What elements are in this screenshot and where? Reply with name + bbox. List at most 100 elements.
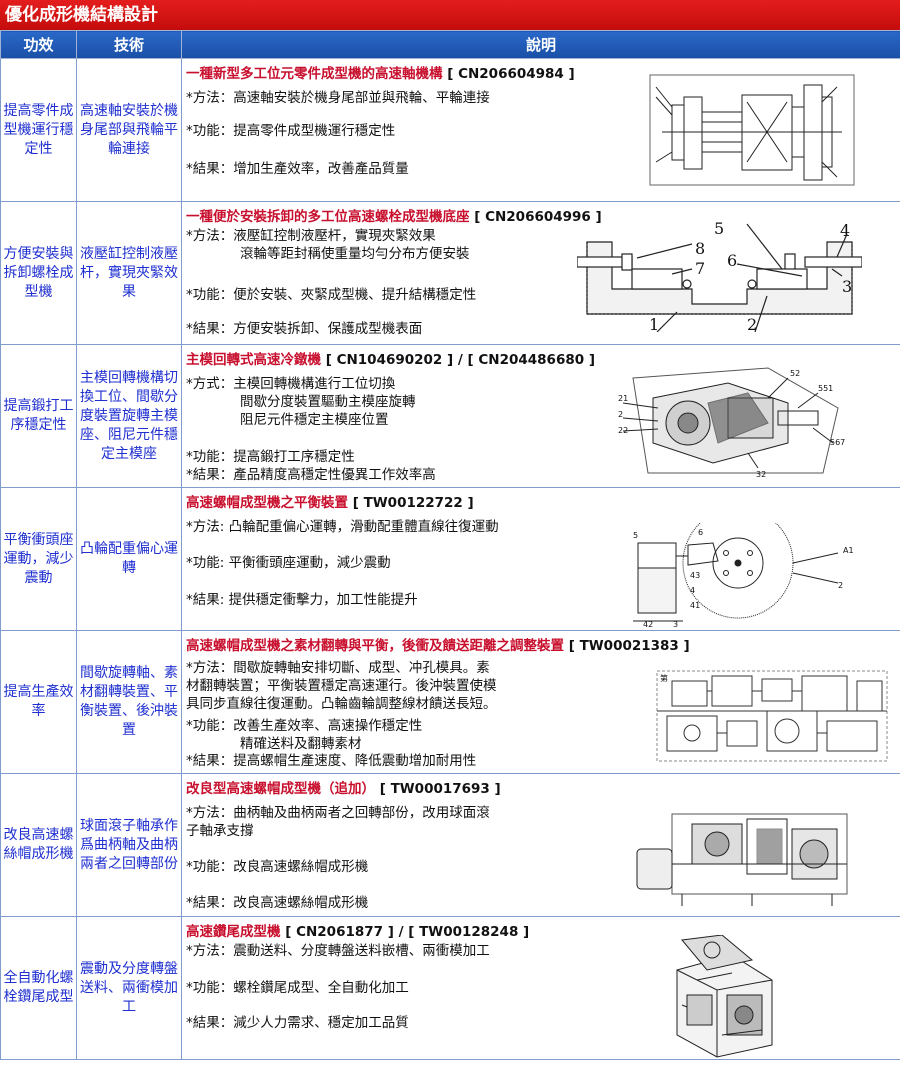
svg-text:43: 43 xyxy=(690,571,700,580)
method-text-block: *方法：震動送料、分度轉盤送料嵌槽、兩衝模加工 xyxy=(186,942,490,960)
crankshaft-bearing-diagram xyxy=(632,804,862,909)
function-text: *功能：便於安裝、夾緊成型機、提升結構穩定性 xyxy=(186,287,477,303)
description-cell: 高速螺帽成型機之素材翻轉與平衡，後衝及饋送距離之調整裝置 [ TW0002138… xyxy=(181,630,900,774)
svg-text:2: 2 xyxy=(618,410,623,419)
patent-title: 改良型高速螺帽成型機（追加） [ TW00017693 ] xyxy=(186,777,896,797)
patent-number: [ CN206604996 ] xyxy=(474,209,602,225)
svg-text:7: 7 xyxy=(695,259,705,278)
method-text-block: *方法：曲柄軸及曲柄兩者之回轉部份，改用球面滾子軸承支撐 xyxy=(186,804,490,840)
result-text-block: *結果：增加生產效率，改善產品質量 xyxy=(186,160,409,178)
svg-text:4: 4 xyxy=(840,221,850,240)
method-text: *方法: 凸輪配重偏心運轉，滑動配重體直線往復運動 xyxy=(186,519,499,535)
description-cell: 高速鑽尾成型機 [ CN2061877 ] / [ TW00128248 ]*方… xyxy=(181,916,900,1060)
method-text: *方式：主模回轉機構進行工位切換 xyxy=(186,376,396,392)
patent-number: [ TW00021383 ] xyxy=(568,638,690,654)
description-cell: 改良型高速螺帽成型機（追加） [ TW00017693 ] *方法：曲柄軸及曲柄兩… xyxy=(181,773,900,917)
function-text: *功能：改善生產效率、高速操作穩定性 xyxy=(186,718,423,734)
method-text: *方法：震動送料、分度轉盤送料嵌槽、兩衝模加工 xyxy=(186,943,490,959)
svg-text:567: 567 xyxy=(830,438,845,447)
method-text: 間歇分度裝置驅動主模座旋轉 xyxy=(186,394,416,410)
page-title: 優化成形機結構設計 xyxy=(0,0,900,30)
function-text: *功能：螺栓鑽尾成型、全自動化加工 xyxy=(186,980,409,996)
drill-tail-machine-diagram xyxy=(662,934,782,1060)
svg-text:4: 4 xyxy=(690,586,695,595)
patent-number: [ CN206604984 ] xyxy=(447,66,575,82)
method-text: 材翻轉裝置；平衡裝置穩定高速運行。後沖裝置使模 xyxy=(186,678,497,694)
patent-number: [ CN104690202 ] / [ CN204486680 ] xyxy=(325,352,596,368)
result-text: *結果：減少人力需求、穩定加工品質 xyxy=(186,1015,409,1031)
technique-cell: 球面滾子軸承作爲曲柄軸及曲柄兩者之回轉部份 xyxy=(76,773,182,917)
patent-number: [ TW00122722 ] xyxy=(352,495,474,511)
patent-title: 高速螺帽成型機之平衡裝置 [ TW00122722 ] xyxy=(186,491,896,511)
function-text-block: *功能: 平衡衝頭座運動，減少震動 xyxy=(186,554,391,572)
patent-title-text: 高速螺帽成型機之素材翻轉與平衡，後衝及饋送距離之調整裝置 xyxy=(186,638,564,654)
svg-text:8: 8 xyxy=(695,239,705,258)
patent-number: [ TW00017693 ] xyxy=(379,781,501,797)
patent-title-text: 改良型高速螺帽成型機（追加） xyxy=(186,781,375,797)
header-description: 說明 xyxy=(181,30,900,59)
result-text-block: *結果：提高螺帽生產速度、降低震動增加耐用性 xyxy=(186,752,476,770)
function-text-block: *功能：提高零件成型機運行穩定性 xyxy=(186,122,395,140)
function-cell: 改良高速螺絲帽成形機 xyxy=(0,773,77,917)
table-row: 方便安裝與拆卸螺栓成型機液壓缸控制液壓杆，實現夾緊效果一種便於安裝拆卸的多工位高… xyxy=(0,201,900,345)
nut-former-layout-diagram: 第 xyxy=(652,661,892,771)
description-cell: 一種新型多工位元零件成型機的高速軸機構 [ CN206604984 ] *方法：高… xyxy=(181,58,900,202)
method-text-block: *方法：液壓缸控制液壓杆，實現夾緊效果 滾輪等距封稱使重量均勻分布方便安裝 xyxy=(186,227,470,263)
technique-cell: 間歇旋轉軸、素材翻轉裝置、平衡裝置、後沖裝置 xyxy=(76,630,182,774)
function-text-block: *功能：改良高速螺絲帽成形機 xyxy=(186,858,368,876)
method-text-block: *方法: 凸輪配重偏心運轉，滑動配重體直線往復運動 xyxy=(186,518,499,536)
result-text-block: *結果：方便安裝拆卸、保護成型機表面 xyxy=(186,320,422,338)
result-text-block: *結果：改良高速螺絲帽成形機 xyxy=(186,894,368,912)
header-function: 功效 xyxy=(0,30,77,59)
patent-title-text: 一種便於安裝拆卸的多工位高速螺栓成型機底座 xyxy=(186,209,470,225)
table-row: 改良高速螺絲帽成形機球面滾子軸承作爲曲柄軸及曲柄兩者之回轉部份改良型高速螺帽成型… xyxy=(0,773,900,917)
method-text-block: *方法：高速軸安裝於機身尾部並與飛輪、平輪連接 xyxy=(186,89,490,107)
function-text: 精確送料及翻轉素材 xyxy=(186,736,362,752)
table-row: 提高生產效率間歇旋轉軸、素材翻轉裝置、平衡裝置、後沖裝置高速螺帽成型機之素材翻轉… xyxy=(0,630,900,774)
method-text: 具同步直線往復運動。凸輪齒輪調整線材饋送長短。 xyxy=(186,696,497,712)
description-cell: 主模回轉式高速冷鐓機 [ CN104690202 ] / [ CN2044866… xyxy=(181,344,900,488)
technique-cell: 凸輪配重偏心運轉 xyxy=(76,487,182,631)
svg-text:22: 22 xyxy=(618,426,628,435)
svg-text:3: 3 xyxy=(842,277,852,296)
method-text-block: *方法：間歇旋轉軸安排切斷、成型、冲孔模具。素材翻轉裝置；平衡裝置穩定高速運行。… xyxy=(186,659,497,713)
function-text-block: *功能：螺栓鑽尾成型、全自動化加工 xyxy=(186,979,409,997)
svg-text:52: 52 xyxy=(790,369,800,378)
function-text: *功能：改良高速螺絲帽成形機 xyxy=(186,859,369,875)
table-header-row: 功效 技術 說明 xyxy=(0,30,900,59)
method-text: *方法：間歇旋轉軸安排切斷、成型、冲孔模具。素 xyxy=(186,660,490,676)
function-cell: 提高零件成型機運行穩定性 xyxy=(0,58,77,202)
patent-title: 一種新型多工位元零件成型機的高速軸機構 [ CN206604984 ] xyxy=(186,62,896,82)
technique-cell: 液壓缸控制液壓杆，實現夾緊效果 xyxy=(76,201,182,345)
table-row: 提高零件成型機運行穩定性高速軸安裝於機身尾部與飛輪平輪連接一種新型多工位元零件成… xyxy=(0,58,900,202)
function-text: *功能: 平衡衝頭座運動，減少震動 xyxy=(186,555,391,571)
svg-text:2: 2 xyxy=(838,581,843,590)
svg-text:1: 1 xyxy=(649,315,659,332)
svg-text:第: 第 xyxy=(660,673,668,683)
result-text-block: *結果: 提供穩定衝擊力，加工性能提升 xyxy=(186,591,418,609)
method-text: *方法：液壓缸控制液壓杆，實現夾緊效果 xyxy=(186,228,436,244)
patent-table: 功效 技術 說明 提高零件成型機運行穩定性高速軸安裝於機身尾部與飛輪平輪連接一種… xyxy=(0,30,900,1060)
description-cell: 一種便於安裝拆卸的多工位高速螺栓成型機底座 [ CN206604996 ]*方法… xyxy=(181,201,900,345)
function-text-block: *功能：便於安裝、夾緊成型機、提升結構穩定性 xyxy=(186,286,476,304)
method-text: 滾輪等距封稱使重量均勻分布方便安裝 xyxy=(186,246,470,262)
svg-text:3: 3 xyxy=(673,620,678,628)
patent-title: 一種便於安裝拆卸的多工位高速螺栓成型機底座 [ CN206604996 ] xyxy=(186,205,896,225)
svg-text:32: 32 xyxy=(756,470,766,478)
method-text: *方法：高速軸安裝於機身尾部並與飛輪、平輪連接 xyxy=(186,90,490,106)
result-text: *結果：提高螺帽生產速度、降低震動增加耐用性 xyxy=(186,753,477,769)
svg-text:5: 5 xyxy=(633,531,638,540)
function-cell: 提高生產效率 xyxy=(0,630,77,774)
function-cell: 平衡衝頭座運動，減少震動 xyxy=(0,487,77,631)
function-text-block: *功能：提高鍛打工序穩定性 xyxy=(186,448,355,466)
result-text: *結果: 提供穩定衝擊力，加工性能提升 xyxy=(186,592,418,608)
technique-cell: 主模回轉機構切換工位、間歇分度裝置旋轉主模座、阻尼元件穩定主模座 xyxy=(76,344,182,488)
svg-text:2: 2 xyxy=(747,315,757,332)
patent-title-text: 高速螺帽成型機之平衡裝置 xyxy=(186,495,348,511)
description-cell: 高速螺帽成型機之平衡裝置 [ TW00122722 ] *方法: 凸輪配重偏心運轉… xyxy=(181,487,900,631)
result-text: *結果：方便安裝拆卸、保護成型機表面 xyxy=(186,321,423,337)
